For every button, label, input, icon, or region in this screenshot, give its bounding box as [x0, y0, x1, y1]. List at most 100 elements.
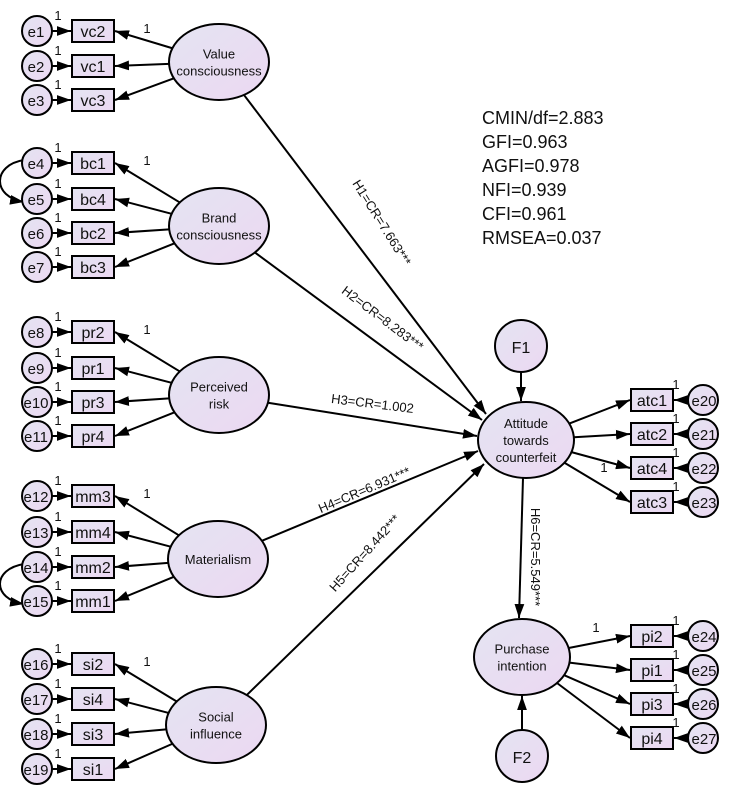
latent-bc: [168, 187, 270, 265]
loading-arrow-pi1: [569, 661, 631, 674]
error-weight-e13: 1: [54, 509, 61, 524]
loading-arrow-si4: [114, 697, 169, 714]
indicator-label-vc2: vc2: [81, 24, 106, 41]
error-weight-e1: 1: [54, 8, 61, 23]
loading-arrow-bc2: [114, 227, 170, 237]
error-circle-e21: [687, 418, 719, 450]
path-arrow-pr-atc: [267, 401, 478, 439]
error-label-e11: e11: [24, 429, 48, 446]
loading-arrow-vc2: [114, 30, 173, 50]
loading-arrow-vc3: [114, 77, 175, 101]
error-circle-e20: [687, 384, 719, 416]
loading-arrow-pr1: [114, 366, 172, 384]
latent-label-atc: towards: [503, 433, 549, 448]
indicator-label-pi1: pi1: [641, 663, 662, 680]
fit-indices: CMIN/df=2.883 GFI=0.963 AGFI=0.978 NFI=0…: [482, 108, 604, 248]
indicator-box-si2: [71, 652, 115, 676]
indicator-box-si3: [71, 722, 115, 746]
error-label-e14: e14: [23, 560, 48, 577]
indicator-label-bc2: bc2: [80, 226, 106, 243]
error-weight-e11: 1: [54, 413, 61, 428]
error-weight-e17: 1: [54, 676, 61, 691]
error-weight-e3: 1: [54, 77, 61, 92]
path-arrow-bc-atc: [254, 251, 483, 421]
error-weight-e14: 1: [54, 544, 61, 559]
indicator-box-pi2: [630, 624, 674, 648]
error-circle-e24: [687, 620, 719, 652]
error-label-e26: e26: [691, 697, 716, 714]
error-label-e9: e9: [28, 361, 45, 378]
error-label-e1: e1: [28, 24, 45, 41]
error-label-e19: e19: [23, 762, 48, 779]
indicator-label-si3: si3: [83, 727, 104, 744]
error-label-e22: e22: [691, 461, 716, 478]
fit-index-agfi: AGFI=0.978: [482, 156, 580, 176]
indicator-label-si1: si1: [83, 762, 104, 779]
indicator-label-mm3: mm3: [75, 489, 111, 506]
indicator-box-mm3: [71, 484, 115, 508]
indicator-box-pi3: [630, 692, 674, 716]
latent-label-bc: consciousness: [176, 228, 262, 243]
error-weight-e21: 1: [672, 411, 679, 426]
indicator-box-pr4: [71, 424, 115, 448]
latent-pi: [473, 618, 571, 696]
error-weight-e6: 1: [54, 210, 61, 225]
loading-arrow-vc1: [114, 60, 170, 71]
error-label-e17: e17: [23, 692, 48, 709]
indicator-box-pr3: [71, 390, 115, 414]
error-weight-e7: 1: [54, 244, 61, 259]
disturbance-label-F2: F2: [513, 750, 532, 767]
indicator-box-bc3: [71, 255, 115, 279]
error-label-e25: e25: [691, 663, 716, 680]
error-label-e12: e12: [23, 489, 48, 506]
indicator-label-pr3: pr3: [81, 395, 104, 412]
error-label-e10: e10: [23, 395, 48, 412]
error-weight-e23: 1: [672, 479, 679, 494]
path-label-pr-atc: H3=CR=1.002: [330, 391, 414, 416]
error-weight-e20: 1: [672, 377, 679, 392]
error-circle-e18: [21, 718, 53, 750]
loading-arrow-mm1: [114, 575, 175, 602]
error-label-e6: e6: [28, 226, 45, 243]
indicator-label-pi2: pi2: [641, 629, 662, 646]
disturbance-F1: [494, 319, 548, 373]
error-circle-e8: [21, 316, 53, 348]
error-weight-e22: 1: [672, 445, 679, 460]
fixed-loading-atc4: 1: [600, 460, 607, 475]
error-label-e20: e20: [691, 393, 716, 410]
indicator-box-mm2: [71, 555, 115, 579]
disturbance-label-F1: F1: [512, 340, 531, 357]
error-circle-e10: [21, 386, 53, 418]
loading-arrow-pr3: [114, 396, 170, 406]
indicator-box-atc4: [630, 456, 674, 480]
indicator-box-vc2: [71, 19, 115, 43]
error-weight-e4: 1: [54, 140, 61, 155]
path-arrow-atc-pi: [514, 477, 525, 619]
indicator-box-si4: [71, 687, 115, 711]
error-weight-e16: 1: [54, 641, 61, 656]
error-weight-e26: 1: [672, 681, 679, 696]
fit-index-cmin: CMIN/df=2.883: [482, 108, 604, 128]
error-circle-e14: [21, 551, 53, 583]
error-label-e23: e23: [691, 495, 716, 512]
latent-mm: [167, 520, 269, 598]
indicator-box-atc1: [630, 388, 674, 412]
error-circle-e23: [687, 486, 719, 518]
error-circle-e3: [21, 84, 53, 116]
loading-arrow-mm4: [114, 530, 171, 548]
error-circle-e16: [21, 648, 53, 680]
indicator-label-atc3: atc3: [637, 495, 667, 512]
indicator-box-pr1: [71, 356, 115, 380]
loading-arrow-mm2: [114, 561, 169, 571]
error-label-e13: e13: [23, 525, 48, 542]
indicator-label-mm4: mm4: [75, 525, 111, 542]
error-circle-e12: [21, 480, 53, 512]
indicator-box-bc2: [71, 221, 115, 245]
indicator-box-pi4: [630, 726, 674, 750]
indicator-label-atc1: atc1: [637, 393, 667, 410]
latent-si: [165, 686, 267, 764]
disturbance-F2: [495, 729, 549, 783]
loading-arrow-bc3: [114, 242, 175, 268]
fixed-loading-pi2: 1: [592, 620, 599, 635]
